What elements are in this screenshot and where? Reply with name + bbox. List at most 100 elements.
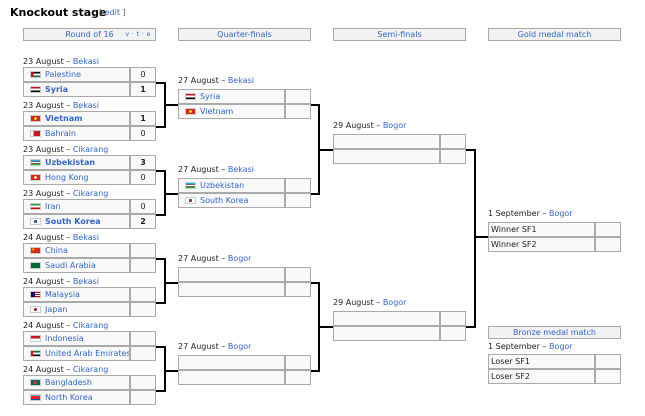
team-name[interactable]: South Korea (200, 196, 249, 205)
team-name[interactable]: Iran (45, 202, 61, 211)
r16-match-date: 24 August – Cikarang (23, 365, 108, 375)
gold-match-date: 1 September – Bogor (488, 209, 573, 219)
edit-link[interactable]: edit (104, 8, 121, 17)
bahrain-flag-icon (30, 130, 41, 137)
team-name[interactable]: Hong Kong (45, 173, 89, 182)
venue-link[interactable]: Bekasi (227, 165, 255, 174)
uzbekistan-flag-icon (30, 159, 41, 166)
match-date: 24 August – (23, 321, 73, 330)
team-row: Indonesia (23, 331, 130, 346)
team-row: United Arab Emirates (23, 346, 130, 361)
team-name[interactable]: Syria (200, 92, 221, 101)
syria-flag-icon (185, 93, 196, 100)
team-name[interactable]: China (45, 246, 68, 255)
team-name[interactable]: Vietnam (200, 107, 234, 116)
venue-link[interactable]: Cikarang (72, 145, 109, 154)
header-round-of-16: Round of 16 v · t · e (23, 28, 156, 41)
bracket-line (156, 126, 166, 128)
header-bronze-medal-match[interactable]: Bronze medal match (488, 326, 621, 339)
team-row: North Korea (23, 390, 130, 405)
venue-link[interactable]: Bekasi (72, 101, 100, 110)
team-name[interactable]: North Korea (45, 393, 93, 402)
iran-flag-icon (30, 203, 41, 210)
team-row: Saudi Arabia (23, 258, 130, 273)
match-date: 1 September – (488, 342, 549, 351)
team-row: Bahrain (23, 126, 130, 141)
bracket-line (466, 326, 474, 328)
team-row (333, 326, 440, 341)
header-gold-medal-match[interactable]: Gold medal match (488, 28, 621, 41)
section-title: Knockout stage (10, 6, 107, 19)
team-name[interactable]: Vietnam (45, 114, 83, 123)
venue-link[interactable]: Bogor (382, 121, 407, 130)
bracket-line (164, 258, 166, 304)
team-score (595, 222, 621, 237)
venue-link[interactable]: Cikarang (72, 321, 109, 330)
venue-link[interactable]: Bekasi (227, 76, 255, 85)
bracket-line (156, 82, 166, 84)
venue-link[interactable]: Bekasi (72, 277, 100, 286)
header-quarter-finals[interactable]: Quarter-finals (178, 28, 311, 41)
team-row: Japan (23, 302, 130, 317)
venue-link[interactable]: Cikarang (72, 189, 109, 198)
venue-link[interactable]: Bekasi (72, 233, 100, 242)
indonesia-flag-icon (30, 335, 41, 342)
bracket-line (164, 282, 178, 284)
match-date: 29 August – (333, 121, 383, 130)
team-score: 0 (130, 126, 156, 141)
team-row: Malaysia (23, 287, 130, 302)
match-date: 1 September – (488, 209, 549, 218)
team-name[interactable]: Malaysia (45, 290, 80, 299)
bronze-match-date: 1 September – Bogor (488, 342, 573, 352)
r16-match-date: 24 August – Bekasi (23, 277, 99, 287)
team-row: Loser SF2 (488, 369, 595, 384)
venue-link[interactable]: Bogor (227, 254, 252, 263)
team-name[interactable]: Palestine (45, 70, 82, 79)
bracket-line (164, 193, 178, 195)
team-score (130, 243, 156, 258)
team-row: Syria (178, 89, 285, 104)
bracket-line (156, 214, 166, 216)
match-date: 23 August – (23, 101, 73, 110)
team-name[interactable]: Bangladesh (45, 378, 92, 387)
saudi-arabia-flag-icon (30, 262, 41, 269)
bracket-line (311, 104, 319, 106)
team-name[interactable]: Indonesia (45, 334, 84, 343)
venue-link[interactable]: Bogor (227, 342, 252, 351)
header-r16-label[interactable]: Round of 16 (65, 30, 114, 39)
vte-links[interactable]: v · t · e (125, 31, 151, 38)
venue-link[interactable]: Bogor (548, 209, 573, 218)
team-name[interactable]: South Korea (45, 217, 101, 226)
malaysia-flag-icon (30, 291, 41, 298)
team-name[interactable]: Syria (45, 85, 69, 94)
team-score (595, 237, 621, 252)
team-name[interactable]: United Arab Emirates (45, 349, 130, 358)
palestine-flag-icon (30, 71, 41, 78)
team-name[interactable]: Uzbekistan (45, 158, 96, 167)
bracket-line (164, 104, 178, 106)
south-korea-flag-icon (185, 197, 196, 204)
bracket-line (311, 193, 319, 195)
bracket-line (318, 149, 333, 151)
venue-link[interactable]: Bekasi (72, 57, 100, 66)
team-score: 2 (130, 214, 156, 229)
team-row (333, 311, 440, 326)
team-name[interactable]: Saudi Arabia (45, 261, 96, 270)
bangladesh-flag-icon (30, 379, 41, 386)
match-date: 24 August – (23, 233, 73, 242)
venue-link[interactable]: Bogor (382, 298, 407, 307)
venue-link[interactable]: Bogor (548, 342, 573, 351)
team-name[interactable]: Bahrain (45, 129, 76, 138)
team-name[interactable]: Japan (45, 305, 68, 314)
team-name: Winner SF1 (491, 225, 537, 234)
team-name[interactable]: Uzbekistan (200, 181, 245, 190)
qf-match-date: 27 August – Bogor (178, 342, 251, 352)
team-row (178, 355, 285, 370)
uzbekistan-flag-icon (185, 182, 196, 189)
team-score (285, 370, 311, 385)
venue-link[interactable]: Cikarang (72, 365, 109, 374)
team-score (130, 375, 156, 390)
team-score: 1 (130, 111, 156, 126)
bracket-line (156, 258, 166, 260)
header-semi-finals[interactable]: Semi-finals (333, 28, 466, 41)
